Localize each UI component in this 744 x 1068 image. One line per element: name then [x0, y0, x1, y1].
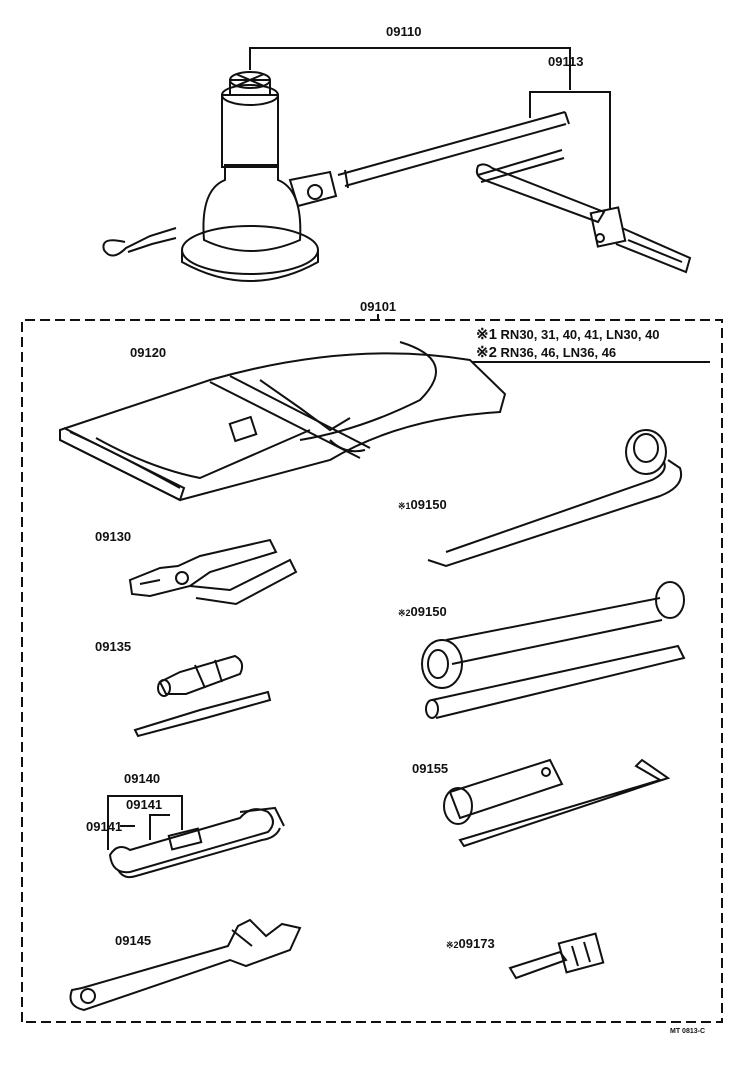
label-09113: 09113	[548, 54, 584, 69]
drawing-code: MT 0813-C	[670, 1028, 706, 1035]
marker-1: ※1	[398, 501, 411, 511]
label-09150-1-text: 09150	[410, 497, 447, 512]
label-09173: ※209173	[446, 937, 495, 952]
marker-2b: ※2	[446, 940, 459, 950]
tool-bag-illustration	[59, 341, 507, 502]
lug-wrench-1-illustration	[427, 429, 682, 568]
adjustable-wrench-illustration	[69, 918, 302, 1012]
label-09120: 09120	[130, 345, 167, 360]
jack-handle-rod	[337, 111, 570, 189]
adapter-illustration	[508, 932, 605, 980]
label-09150-1: ※109150	[398, 498, 447, 513]
marker-2: ※2	[398, 608, 411, 618]
lug-wrench-2-illustration	[421, 581, 686, 719]
label-09155: 09155	[412, 761, 449, 776]
note-2-marker: ※2	[476, 344, 497, 361]
leader-09113	[529, 91, 611, 210]
note-2-text: RN36, 46, LN36, 46	[500, 345, 617, 360]
note-1-text: RN30, 31, 40, 41, LN30, 40	[500, 327, 660, 342]
jack-illustration	[102, 71, 338, 282]
note-1-marker: ※1	[476, 326, 497, 343]
jack-handle-assembly	[475, 149, 692, 274]
label-09145: 09145	[115, 933, 152, 948]
label-09141-a: 09141	[126, 797, 163, 812]
toolset-frame	[21, 319, 723, 1023]
label-09173-text: 09173	[458, 936, 495, 951]
note-2: ※2 RN36, 46, LN36, 46	[476, 345, 616, 361]
screwdriver-illustration	[133, 654, 272, 738]
plug-wrench-illustration	[443, 758, 671, 848]
label-09150-2-text: 09150	[410, 604, 447, 619]
label-09141-b: 09141	[86, 819, 123, 834]
wrench-set-illustration	[108, 806, 285, 879]
label-09135: 09135	[95, 639, 132, 654]
label-09101: 09101	[360, 299, 397, 314]
pliers-illustration	[128, 538, 298, 606]
note-1: ※1 RN30, 31, 40, 41, LN30, 40	[476, 327, 660, 343]
label-09130: 09130	[95, 529, 132, 544]
label-09110: 09110	[386, 24, 422, 39]
label-09150-2: ※209150	[398, 605, 447, 620]
leader-09141	[120, 814, 170, 840]
leader-09140	[107, 795, 183, 850]
label-09140: 09140	[124, 771, 161, 786]
leader-09110	[249, 47, 571, 90]
